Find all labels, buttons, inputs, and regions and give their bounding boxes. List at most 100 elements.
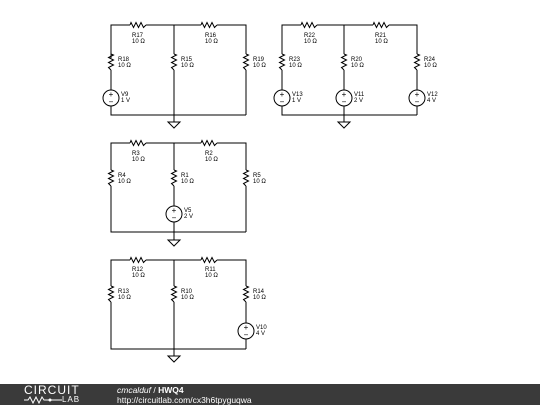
wire xyxy=(110,186,246,233)
meta-separator: / xyxy=(151,385,159,395)
resistor-name-label: R13 xyxy=(118,289,130,295)
resistor-value-label: 10 Ω xyxy=(205,39,218,45)
resistor-value-label: 10 Ω xyxy=(205,273,218,279)
source-minus-sign: − xyxy=(342,98,347,107)
resistor-logo-icon xyxy=(24,396,62,404)
resistor-symbol[interactable] xyxy=(242,53,250,71)
wire xyxy=(217,259,247,286)
ground-icon xyxy=(166,121,182,129)
resistor-symbol[interactable] xyxy=(170,53,178,71)
resistor-name-label: R19 xyxy=(253,57,265,63)
source-plus-sign: + xyxy=(244,323,249,332)
resistor-value-label: 10 Ω xyxy=(253,63,266,69)
circuit-meta: cmcalduf / HWQ4 http://circuitlab.com/cx… xyxy=(117,385,252,405)
source-name-label: V5 xyxy=(184,208,192,214)
source-plus-sign: + xyxy=(280,90,285,99)
resistor-symbol[interactable] xyxy=(170,285,178,303)
resistor-value-label: 10 Ω xyxy=(181,63,194,69)
resistor-value-label: 10 Ω xyxy=(375,39,388,45)
source-name-label: V11 xyxy=(354,92,365,98)
source-name-label: V9 xyxy=(121,92,129,98)
wire xyxy=(217,24,247,54)
resistor-name-label: R18 xyxy=(118,57,130,63)
resistor-symbol[interactable] xyxy=(129,256,147,264)
resistor-value-label: 10 Ω xyxy=(118,179,131,185)
logo-text-circuit: CIRCUIT xyxy=(24,383,80,397)
logo-text-lab: LAB xyxy=(62,395,81,404)
resistor-name-label: R24 xyxy=(424,57,436,63)
wire xyxy=(110,142,130,170)
wire xyxy=(217,142,247,170)
resistor-value-label: 10 Ω xyxy=(304,39,317,45)
resistor-symbol[interactable] xyxy=(107,169,115,187)
resistor-symbol[interactable] xyxy=(200,256,218,264)
resistor-name-label: R4 xyxy=(118,173,126,179)
resistor-symbol[interactable] xyxy=(200,139,218,147)
resistor-symbol[interactable] xyxy=(278,53,286,71)
resistor-symbol[interactable] xyxy=(372,21,390,29)
resistor-symbol[interactable] xyxy=(242,169,250,187)
resistor-name-label: R21 xyxy=(375,33,387,39)
resistor-value-label: 10 Ω xyxy=(118,295,131,301)
resistor-symbol[interactable] xyxy=(340,53,348,71)
source-value-label: 1 V xyxy=(121,98,130,104)
ground-icon xyxy=(166,355,182,363)
circuit-title[interactable]: HWQ4 xyxy=(158,385,184,395)
wire xyxy=(110,259,130,286)
source-name-label: V10 xyxy=(256,325,267,331)
ground-icon xyxy=(336,121,352,129)
source-plus-sign: + xyxy=(415,90,420,99)
circuit-url[interactable]: http://circuitlab.com/cx3h6tpyguqwa xyxy=(117,395,252,405)
resistor-symbol[interactable] xyxy=(170,169,178,187)
resistor-value-label: 10 Ω xyxy=(132,39,145,45)
resistor-value-label: 10 Ω xyxy=(289,63,302,69)
resistor-symbol[interactable] xyxy=(129,139,147,147)
wire xyxy=(389,24,418,54)
wire xyxy=(110,302,246,350)
resistor-symbol[interactable] xyxy=(413,53,421,71)
wire xyxy=(110,106,246,116)
resistor-name-label: R15 xyxy=(181,57,193,63)
source-minus-sign: − xyxy=(280,98,285,107)
resistor-symbol[interactable] xyxy=(242,285,250,303)
resistor-value-label: 10 Ω xyxy=(181,179,194,185)
resistor-name-label: R17 xyxy=(132,33,144,39)
author-link[interactable]: cmcalduf xyxy=(117,385,152,395)
resistor-name-label: R22 xyxy=(304,33,316,39)
circuitlab-logo[interactable]: CIRCUIT LAB xyxy=(24,384,94,405)
resistor-value-label: 10 Ω xyxy=(118,63,131,69)
source-name-label: V13 xyxy=(292,92,303,98)
source-minus-sign: − xyxy=(172,214,177,223)
source-name-label: V12 xyxy=(427,92,438,98)
resistor-symbol[interactable] xyxy=(200,21,218,29)
source-value-label: 2 V xyxy=(354,98,363,104)
resistor-symbol[interactable] xyxy=(300,21,318,29)
resistor-name-label: R1 xyxy=(181,173,189,179)
source-minus-sign: − xyxy=(244,331,249,340)
resistor-name-label: R11 xyxy=(205,267,216,273)
resistor-name-label: R20 xyxy=(351,57,363,63)
source-minus-sign: − xyxy=(415,98,420,107)
resistor-name-label: R16 xyxy=(205,33,217,39)
resistor-symbol[interactable] xyxy=(107,53,115,71)
wire xyxy=(281,24,301,54)
resistor-value-label: 10 Ω xyxy=(132,273,145,279)
source-value-label: 4 V xyxy=(427,98,436,104)
resistor-value-label: 10 Ω xyxy=(351,63,364,69)
resistor-value-label: 10 Ω xyxy=(253,295,266,301)
resistor-name-label: R2 xyxy=(205,151,213,157)
resistor-symbol[interactable] xyxy=(107,285,115,303)
source-plus-sign: + xyxy=(342,90,347,99)
resistor-value-label: 10 Ω xyxy=(205,157,218,163)
resistor-name-label: R12 xyxy=(132,267,144,273)
resistor-value-label: 10 Ω xyxy=(181,295,194,301)
wire xyxy=(281,106,417,116)
resistor-value-label: 10 Ω xyxy=(132,157,145,163)
resistor-symbol[interactable] xyxy=(129,21,147,29)
resistor-name-label: R10 xyxy=(181,289,193,295)
wire xyxy=(110,24,130,58)
